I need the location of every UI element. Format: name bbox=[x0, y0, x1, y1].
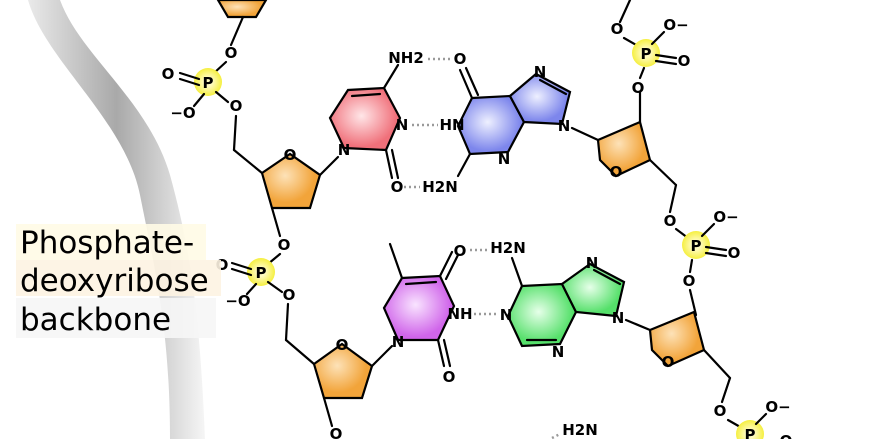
svg-text:NH: NH bbox=[447, 305, 472, 323]
deoxyribose-right-1: O bbox=[596, 90, 678, 214]
partial-amine-label: H2N bbox=[562, 421, 598, 439]
svg-text:N: N bbox=[558, 117, 571, 135]
svg-text:NH2: NH2 bbox=[388, 49, 424, 67]
label-highlight-3 bbox=[16, 298, 216, 338]
svg-text:O: O bbox=[391, 178, 404, 196]
svg-text:−O: −O bbox=[225, 292, 250, 310]
svg-text:O−: O− bbox=[713, 208, 738, 226]
svg-text:P: P bbox=[745, 426, 756, 439]
svg-text:O: O bbox=[678, 52, 691, 70]
backbone-ribbon bbox=[28, 0, 205, 439]
svg-text:O: O bbox=[284, 146, 297, 164]
svg-text:N: N bbox=[392, 333, 405, 351]
svg-text:O: O bbox=[611, 20, 624, 38]
phosphate-mid-right: O P O− O O bbox=[664, 208, 741, 317]
phosphate-top-left: O P O −O O bbox=[162, 0, 268, 175]
svg-text:N: N bbox=[498, 150, 511, 168]
svg-text:N: N bbox=[534, 63, 547, 81]
phosphate-mid-left: O P O −O O bbox=[216, 236, 316, 366]
phosphate-top-right: O P O− O O bbox=[611, 0, 691, 97]
label-line-3: backbone bbox=[20, 302, 171, 338]
svg-text:O−: O− bbox=[663, 16, 688, 34]
svg-text:N: N bbox=[500, 306, 513, 324]
svg-text:O: O bbox=[162, 65, 175, 83]
sugar-top-partial bbox=[216, 0, 268, 19]
svg-text:N: N bbox=[612, 309, 625, 327]
svg-text:O: O bbox=[662, 353, 675, 371]
svg-text:O: O bbox=[336, 336, 349, 354]
svg-text:HN: HN bbox=[439, 116, 464, 134]
svg-text:P: P bbox=[691, 237, 702, 255]
svg-text:H2N: H2N bbox=[490, 239, 526, 257]
adenine-base: N N N N H2N bbox=[490, 239, 652, 361]
svg-text:O: O bbox=[330, 425, 343, 439]
guanine-base: O HN N N N H2N bbox=[422, 50, 600, 196]
svg-text:O: O bbox=[780, 432, 793, 439]
label-highlight-2 bbox=[16, 260, 221, 296]
svg-text:O: O bbox=[683, 272, 696, 290]
label-highlight-1 bbox=[16, 224, 206, 260]
svg-text:P: P bbox=[203, 74, 214, 92]
cytosine-base: N N O NH2 bbox=[328, 49, 424, 196]
svg-text:O: O bbox=[454, 50, 467, 68]
svg-text:O: O bbox=[728, 244, 741, 262]
svg-text:O: O bbox=[454, 242, 467, 260]
svg-text:H2N: H2N bbox=[422, 178, 458, 196]
deoxyribose-left-1: O bbox=[260, 146, 340, 238]
deoxyribose-left-2: O O bbox=[312, 336, 394, 439]
svg-text:N: N bbox=[396, 116, 409, 134]
svg-text:O: O bbox=[278, 236, 291, 254]
svg-text:N: N bbox=[552, 343, 565, 361]
svg-text:O: O bbox=[283, 286, 296, 304]
h-bond-bottom bbox=[551, 432, 561, 439]
svg-text:O: O bbox=[610, 163, 623, 181]
label-line-2: deoxyribose bbox=[20, 263, 209, 299]
backbone-label: Phosphate- deoxyribose backbone bbox=[16, 224, 221, 338]
svg-text:O: O bbox=[664, 212, 677, 230]
svg-text:P: P bbox=[256, 264, 267, 282]
svg-text:O: O bbox=[714, 402, 727, 420]
thymine-base: N O NH O bbox=[382, 242, 473, 386]
svg-text:O−: O− bbox=[765, 398, 790, 416]
deoxyribose-right-2: O bbox=[648, 310, 732, 404]
svg-text:N: N bbox=[338, 141, 351, 159]
svg-text:O: O bbox=[225, 44, 238, 62]
svg-text:O: O bbox=[230, 97, 243, 115]
svg-text:−O: −O bbox=[170, 104, 195, 122]
svg-text:O: O bbox=[632, 79, 645, 97]
svg-text:O: O bbox=[443, 368, 456, 386]
phosphate-bottom-right: O P O− O bbox=[714, 398, 793, 439]
label-line-1: Phosphate- bbox=[20, 225, 194, 261]
svg-text:P: P bbox=[641, 45, 652, 63]
svg-text:N: N bbox=[586, 254, 599, 272]
